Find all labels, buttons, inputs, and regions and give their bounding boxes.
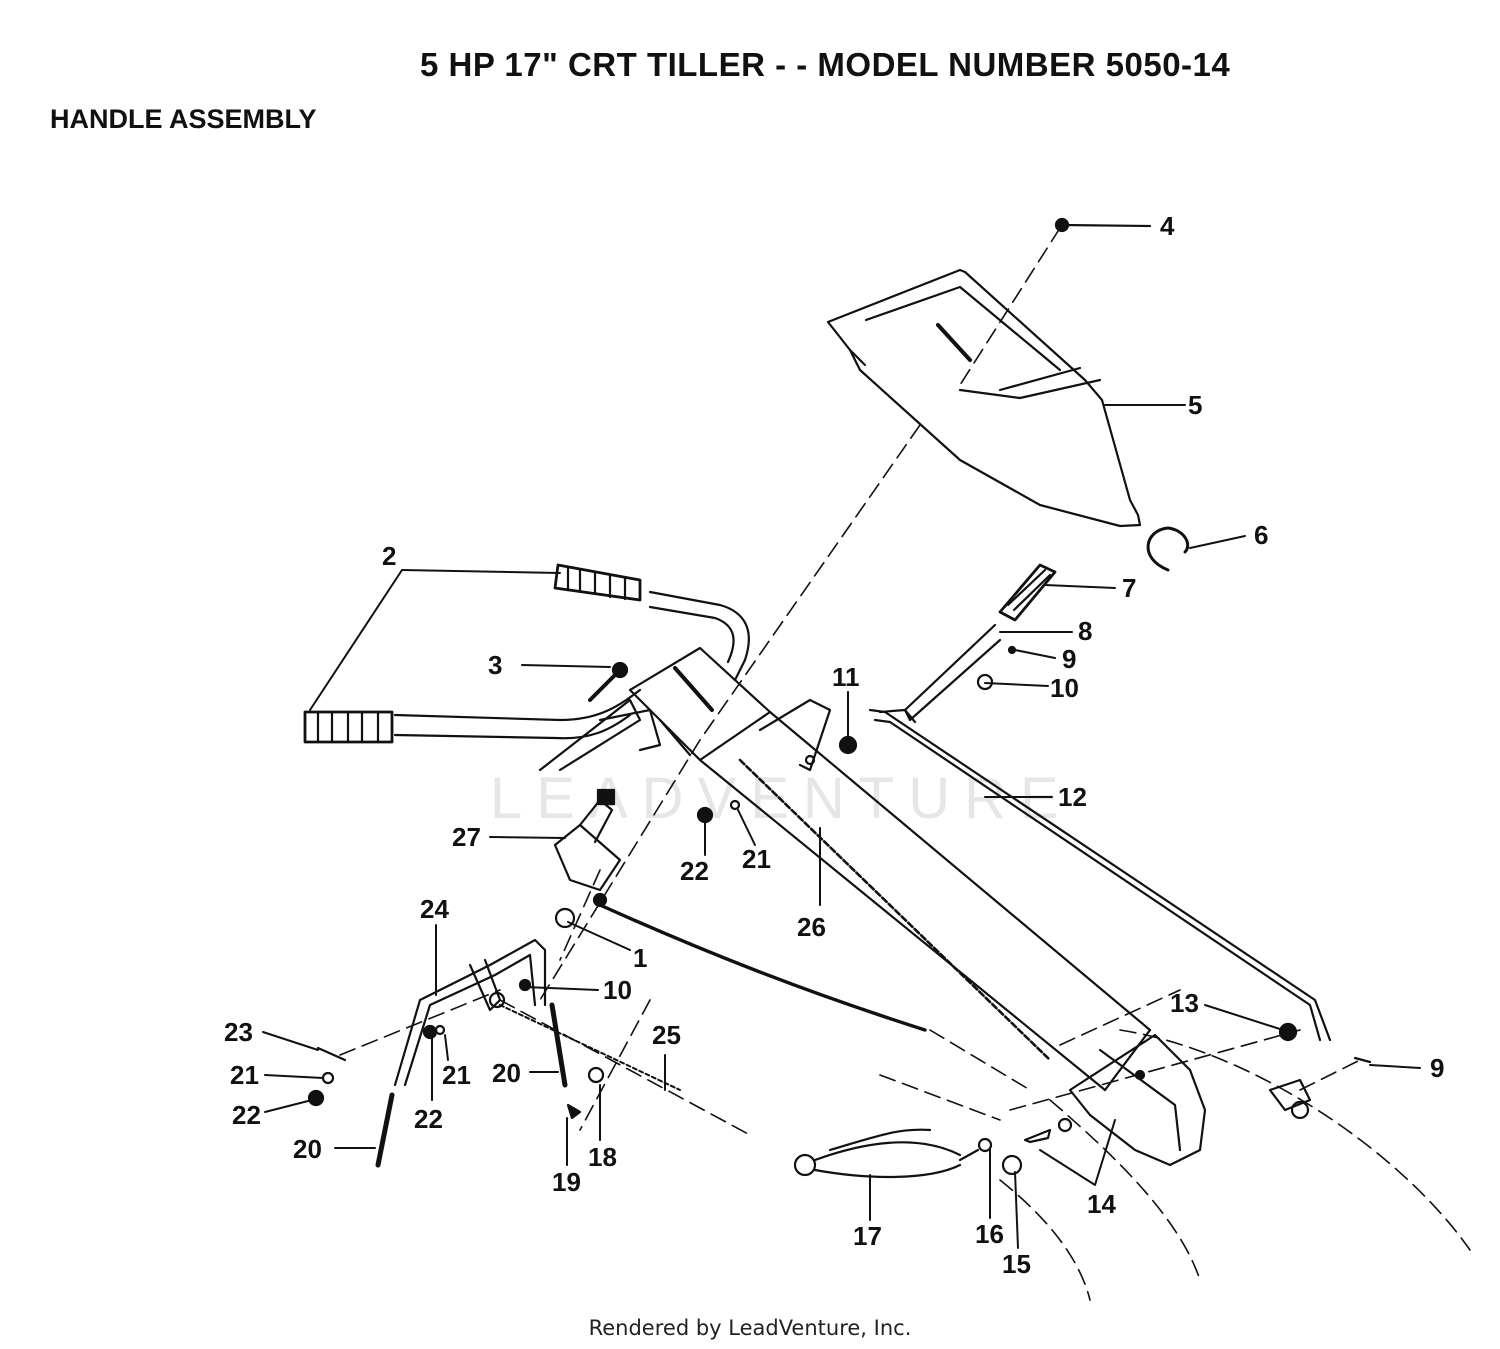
callout-15: 15 bbox=[1002, 1249, 1031, 1279]
control-lever-part-24 bbox=[393, 938, 547, 1087]
callout-22-upper: 22 bbox=[680, 856, 709, 886]
callout-7: 7 bbox=[1122, 573, 1136, 603]
callout-20-mid: 20 bbox=[492, 1058, 521, 1088]
callout-12: 12 bbox=[1058, 782, 1087, 812]
callout-13: 13 bbox=[1170, 988, 1199, 1018]
callout-26: 26 bbox=[797, 912, 826, 942]
callout-8: 8 bbox=[1078, 616, 1092, 646]
bracket-part-27 bbox=[553, 788, 622, 908]
clutch-lever-part-8 bbox=[878, 563, 1057, 724]
callout-10-upper: 10 bbox=[1050, 673, 1079, 703]
callout-9-upper: 9 bbox=[1062, 644, 1076, 674]
rod-part-25 bbox=[499, 1004, 681, 1091]
callout-21-left: 21 bbox=[230, 1060, 259, 1090]
hairpin-clip-part-6 bbox=[1146, 526, 1246, 572]
callout-21-mid: 21 bbox=[442, 1060, 471, 1090]
dashed-guide-lines bbox=[339, 227, 1471, 1301]
callout-24: 24 bbox=[420, 894, 449, 924]
callout-3: 3 bbox=[488, 650, 502, 680]
callout-9-lower: 9 bbox=[1430, 1053, 1444, 1083]
cable-part-26 bbox=[598, 758, 1052, 1062]
lower-mount-plate bbox=[1068, 1033, 1207, 1167]
callout-11: 11 bbox=[832, 662, 860, 692]
callout-20-left: 20 bbox=[293, 1134, 322, 1164]
callout-5: 5 bbox=[1188, 390, 1202, 420]
handlebar-part-2 bbox=[303, 563, 750, 772]
handle-tube bbox=[698, 698, 1152, 1092]
callout-18: 18 bbox=[588, 1142, 617, 1172]
callout-14: 14 bbox=[1087, 1189, 1116, 1219]
callout-21-upper: 21 bbox=[742, 844, 771, 874]
callout-25: 25 bbox=[652, 1020, 681, 1050]
callout-19: 19 bbox=[552, 1167, 581, 1197]
small-hardware bbox=[307, 799, 1372, 1176]
callout-22-left: 22 bbox=[232, 1100, 261, 1130]
callout-1: 1 bbox=[633, 943, 647, 973]
long-rod-part-12 bbox=[868, 708, 1332, 1042]
spring-part-20 bbox=[375, 1002, 568, 1168]
callout-2: 2 bbox=[382, 541, 396, 571]
page-title: 5 HP 17" CRT TILLER - - MODEL NUMBER 505… bbox=[420, 46, 1231, 83]
footer-credit: Rendered by LeadVenture, Inc. bbox=[588, 1316, 912, 1340]
callout-16: 16 bbox=[975, 1219, 1004, 1249]
callout-10-lower: 10 bbox=[603, 975, 632, 1005]
leader-lines bbox=[262, 404, 1421, 1249]
callout-labels: 4 5 6 2 7 8 9 3 11 10 12 27 22 21 26 24 … bbox=[224, 211, 1444, 1279]
callout-23: 23 bbox=[224, 1017, 253, 1047]
screw-part-4 bbox=[1054, 217, 1152, 233]
callout-6: 6 bbox=[1254, 520, 1268, 550]
shift-lever-part-17 bbox=[793, 1128, 980, 1179]
section-title: HANDLE ASSEMBLY bbox=[50, 104, 317, 134]
callout-4: 4 bbox=[1160, 211, 1175, 241]
callout-22-mid: 22 bbox=[414, 1104, 443, 1134]
callout-17: 17 bbox=[853, 1221, 882, 1251]
handle-panel-cover bbox=[826, 268, 1142, 528]
callout-27: 27 bbox=[452, 822, 481, 852]
